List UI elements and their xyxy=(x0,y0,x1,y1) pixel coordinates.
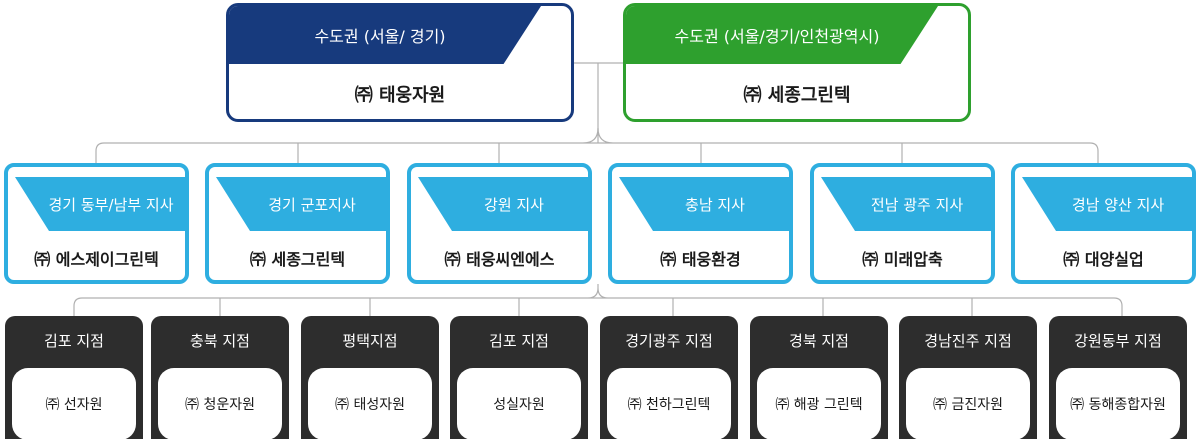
office-title: 김포 지점 xyxy=(489,331,549,350)
regional-title: 전남 광주 지사 xyxy=(821,177,991,231)
connector-offices xyxy=(73,284,1123,316)
office-card: 경남진주 지점 ㈜ 금진자원 xyxy=(899,316,1037,439)
office-company: ㈜ 선자원 xyxy=(12,368,136,439)
hq-region-label: 수도권 (서울/ 경기) xyxy=(229,6,541,64)
office-card: 충북 지점 ㈜ 청운자원 xyxy=(151,316,289,439)
office-title: 경기광주 지점 xyxy=(625,331,713,350)
office-company: ㈜ 해광 그린텍 xyxy=(757,368,881,439)
regional-title: 충남 지사 xyxy=(619,177,789,231)
regional-title: 강원 지사 xyxy=(418,177,588,231)
regional-company: ㈜ 세종그린텍 xyxy=(249,249,346,269)
office-card: 경기광주 지점 ㈜ 천하그린텍 xyxy=(600,316,738,439)
regional-title: 경기 군포지사 xyxy=(216,177,386,231)
hq-company-name: ㈜ 세종그린텍 xyxy=(743,84,851,106)
office-card: 김포 지점 성실자원 xyxy=(450,316,588,439)
regional-card: 충남 지사 ㈜ 태웅환경 xyxy=(608,163,793,284)
hq-card-sejong: 수도권 (서울/경기/인천광역시) ㈜ 세종그린텍 xyxy=(623,3,971,122)
regional-card: 강원 지사 ㈜ 태웅씨엔에스 xyxy=(407,163,592,284)
office-title: 경북 지점 xyxy=(789,331,849,350)
office-company: ㈜ 금진자원 xyxy=(906,368,1030,439)
office-card: 평택지점 ㈜ 태성자원 xyxy=(301,316,439,439)
regional-card: 전남 광주 지사 ㈜ 미래압축 xyxy=(810,163,995,284)
office-title: 강원동부 지점 xyxy=(1074,331,1162,350)
regional-company: ㈜ 에스제이그린텍 xyxy=(34,249,159,269)
regional-title: 경남 양산 지사 xyxy=(1022,177,1192,231)
regional-company: ㈜ 태웅씨엔에스 xyxy=(444,249,555,269)
office-company: ㈜ 청운자원 xyxy=(158,368,282,439)
regional-company: ㈜ 대양실업 xyxy=(1063,249,1144,269)
office-card: 김포 지점 ㈜ 선자원 xyxy=(5,316,143,439)
hq-region-label: 수도권 (서울/경기/인천광역시) xyxy=(626,6,938,64)
regional-company: ㈜ 태웅환경 xyxy=(660,249,741,269)
office-title: 평택지점 xyxy=(342,331,398,350)
regional-card: 경기 동부/남부 지사 ㈜ 에스제이그린텍 xyxy=(4,163,189,284)
connector-regional xyxy=(95,127,1099,163)
hq-card-taewoong: 수도권 (서울/ 경기) ㈜ 태웅자원 xyxy=(226,3,574,122)
office-card: 강원동부 지점 ㈜ 동해종합자원 xyxy=(1049,316,1187,439)
hq-company-name: ㈜ 태웅자원 xyxy=(354,84,446,106)
regional-card: 경기 군포지사 ㈜ 세종그린텍 xyxy=(205,163,390,284)
office-company: ㈜ 천하그린텍 xyxy=(607,368,731,439)
office-title: 경남진주 지점 xyxy=(924,331,1012,350)
office-company: ㈜ 태성자원 xyxy=(308,368,432,439)
regional-title: 경기 동부/남부 지사 xyxy=(15,177,185,231)
office-company: ㈜ 동해종합자원 xyxy=(1056,368,1180,439)
office-title: 김포 지점 xyxy=(44,331,104,350)
regional-card: 경남 양산 지사 ㈜ 대양실업 xyxy=(1011,163,1196,284)
office-card: 경북 지점 ㈜ 해광 그린텍 xyxy=(750,316,888,439)
regional-company: ㈜ 미래압축 xyxy=(862,249,943,269)
office-company: 성실자원 xyxy=(457,368,581,439)
office-title: 충북 지점 xyxy=(190,331,250,350)
